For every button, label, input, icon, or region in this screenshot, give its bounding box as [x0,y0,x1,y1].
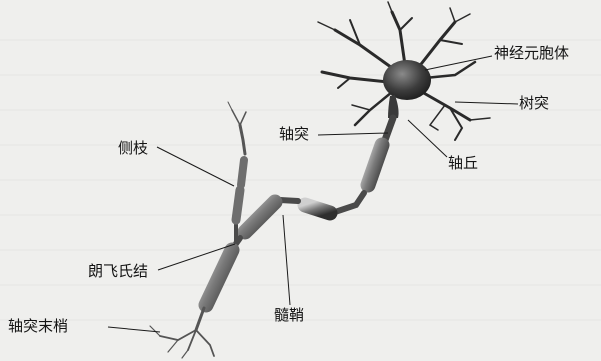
label-axon: 轴突 [279,127,309,142]
soma [383,60,431,100]
leader-lines [108,56,518,332]
leader-myelin [283,215,290,305]
axon-initial-segment [385,118,393,140]
label-node-of-ranvier: 朗飞氏结 [88,264,148,279]
leader-soma [425,56,492,70]
label-axon-hillock: 轴丘 [448,156,478,171]
axon-terminal [150,308,214,358]
leader-axon [318,133,388,135]
collateral-branch [228,102,246,242]
leader-hillock [408,120,447,157]
label-soma: 神经元胞体 [494,46,569,61]
label-collateral: 侧枝 [118,141,148,156]
label-myelin-sheath: 髓鞘 [274,308,304,323]
leader-dendrite [455,102,518,104]
label-dendrite: 树突 [519,96,549,111]
myelin-sheath [206,145,382,305]
label-axon-terminal: 轴突末梢 [8,319,68,334]
